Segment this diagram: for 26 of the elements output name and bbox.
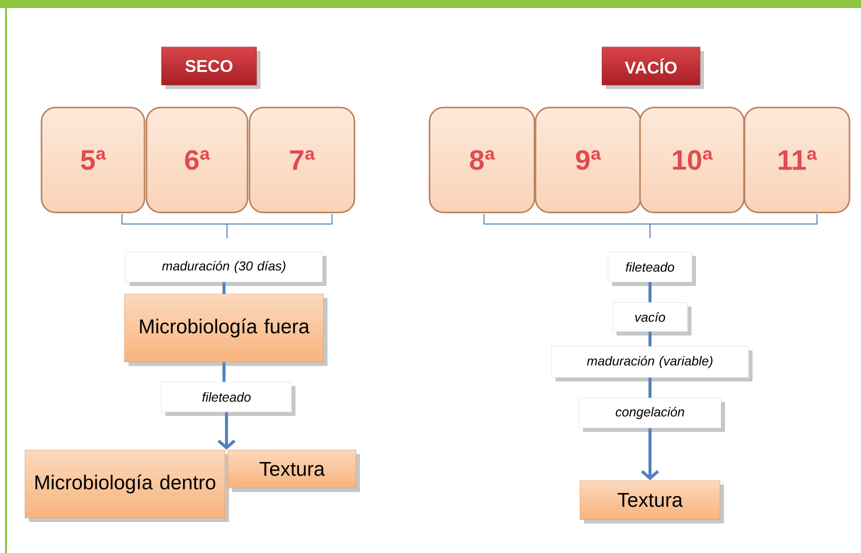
category-banner: VACÍO — [602, 46, 704, 89]
step-label: maduración (variable) — [551, 346, 752, 382]
result-box: Textura — [228, 450, 360, 492]
connector-line — [222, 362, 226, 382]
stage-box: 6ª — [146, 106, 248, 214]
step-label: maduración (30 días) — [125, 252, 326, 286]
connector-line — [648, 378, 652, 398]
result-box: Microbiología dentro — [24, 450, 229, 522]
connector-line — [222, 282, 226, 294]
result-box: Microbiología fuera — [124, 294, 328, 366]
stage-box: 7ª — [248, 106, 356, 214]
stage-box: 11ª — [744, 106, 850, 214]
result-box: Textura — [580, 480, 724, 524]
connector-line — [648, 282, 652, 302]
stage-box: 5ª — [40, 106, 146, 214]
stage-box: 10ª — [639, 106, 745, 214]
arrow — [641, 428, 659, 480]
connector-line — [648, 332, 652, 346]
step-label: vacío — [612, 302, 692, 336]
category-banner: SECO — [161, 46, 260, 89]
step-label: fileteado — [161, 382, 296, 416]
step-label: fileteado — [608, 252, 696, 286]
arrow — [218, 412, 236, 450]
stage-box: 8ª — [428, 106, 536, 214]
stage-box: 9ª — [534, 106, 642, 214]
step-label: congelación — [578, 398, 725, 432]
